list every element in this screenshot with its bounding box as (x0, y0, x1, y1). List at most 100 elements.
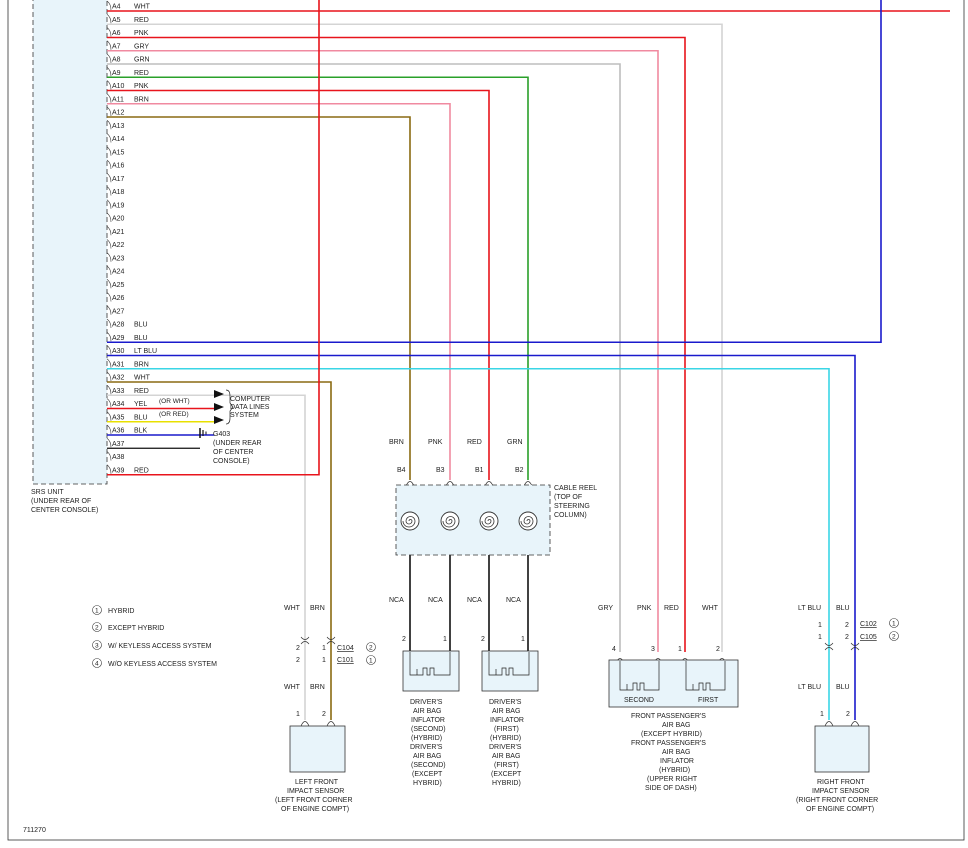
left-c104-pin2: 2 (296, 645, 300, 652)
srs-pin-label: A12 (112, 110, 125, 117)
c104-note-circle (366, 642, 376, 652)
left-c104-pin1: 1 (322, 645, 326, 652)
reel-color-pnk: PNK (428, 439, 443, 446)
wire-a6-red (107, 36, 686, 652)
srs-pin-label: A29 (112, 335, 125, 342)
left-front-sensor-group: WHT BRN 2 1 2 1 C104 C101 2 1 WHT BRN 1 … (275, 605, 376, 813)
pass-color-wht: WHT (702, 605, 719, 612)
srs-unit-box (32, 0, 108, 485)
inflator-first-label: (FIRST) (494, 762, 519, 769)
connector-symbol-c102 (824, 642, 834, 646)
inflator-second-label: AIR BAG (413, 753, 441, 760)
srs-pin-label: A9 (112, 70, 121, 77)
pass-color-red: RED (664, 605, 679, 612)
pin-tick (106, 133, 112, 143)
connector-c101: C101 (337, 657, 354, 664)
data-lines-label-3: SYSTEM (230, 412, 259, 419)
srs-pin-label: A18 (112, 189, 125, 196)
srs-pin-color: GRN (134, 57, 150, 64)
cable-reel-coils (400, 511, 538, 531)
srs-pin-label: A5 (112, 17, 121, 24)
pin-tick (106, 464, 112, 474)
reel-coil-spiral (481, 516, 495, 528)
pin-tick (106, 411, 112, 421)
pin-tick (106, 385, 112, 395)
reel-pin-b2: B2 (515, 467, 524, 474)
inflator-first-label: AIR BAG (492, 753, 520, 760)
srs-pin-color: WHT (134, 4, 151, 11)
passenger-airbag-box (608, 659, 739, 708)
connector-symbol-c104 (326, 641, 336, 645)
reel-nca-2: NCA (428, 597, 443, 604)
pin-tick (106, 358, 112, 368)
c102-note: 1 (892, 621, 896, 628)
cable-reel-label-3: STEERING (554, 503, 590, 510)
srs-pin-label: A22 (112, 242, 125, 249)
data-lines-label-2: DATA LINES (230, 404, 270, 411)
left-sensor-label-1: LEFT FRONT (295, 779, 339, 786)
srs-pin-label: A20 (112, 216, 125, 223)
srs-pin-color: BLU (134, 414, 148, 421)
inflator-second-label: AIR BAG (413, 708, 441, 715)
data-lines: (OR WHT) (OR RED) COMPUTER DATA LINES SY… (159, 389, 270, 425)
arrow-a35 (214, 403, 224, 411)
left-c101-pin1: 1 (322, 657, 326, 664)
right-sensor-pin2: 2 (846, 711, 850, 718)
wire-a31-ltblu (107, 367, 830, 720)
srs-pin-color: LT BLU (134, 348, 157, 355)
ground-label-1: G403 (213, 431, 230, 438)
legend-num: 3 (95, 643, 99, 650)
legend-num: 2 (95, 625, 99, 632)
pin-tick (106, 239, 112, 249)
passenger-second-element (619, 661, 660, 691)
pass-label: FRONT PASSENGER'S (631, 713, 706, 720)
pin-tick (106, 80, 112, 90)
connector-symbol-c104 (300, 641, 310, 645)
srs-pin-color: YEL (134, 401, 147, 408)
cable-reel-label-4: COLUMN) (554, 512, 587, 519)
c102-note-circle (889, 618, 899, 628)
wire-a5-wht (107, 23, 723, 652)
pass-label: AIR BAG (662, 749, 690, 756)
pin-tick (106, 279, 112, 289)
arrow-a34 (214, 390, 224, 398)
srs-pin-label: A19 (112, 202, 125, 209)
inflator-second-element (409, 652, 451, 676)
pass-label: (UPPER RIGHT (647, 776, 698, 783)
pin-tick (106, 398, 112, 408)
inflator-second-label: (SECOND) (411, 726, 446, 733)
wire-a32-brn (107, 381, 332, 720)
pin-tick (106, 226, 112, 236)
wire-a12-brn (107, 116, 411, 480)
driver-inflator-first-group: 2 1 DRIVER'S AIR BAG INFLATOR (FIRST) (H… (481, 636, 539, 787)
diagram-frame (7, 0, 965, 841)
right-c102-pin1: 1 (818, 622, 822, 629)
srs-pin-label: A37 (112, 441, 125, 448)
srs-pin-color: RED (134, 17, 149, 24)
reel-nca-1: NCA (389, 597, 404, 604)
legend-num-circle (92, 658, 102, 668)
pass-pin3: 3 (651, 646, 655, 653)
srs-pin-label: A8 (112, 57, 121, 64)
reel-color-brn: BRN (389, 439, 404, 446)
pin-tick (106, 332, 112, 342)
srs-pin-label: A16 (112, 163, 125, 170)
srs-unit-label-2: (UNDER REAR OF (31, 498, 91, 505)
connector-c104: C104 (337, 645, 354, 652)
inflator-first-element (488, 652, 530, 676)
srs-pin-label: A35 (112, 414, 125, 421)
reel-coil-spiral (402, 516, 416, 528)
srs-pin-label: A30 (112, 348, 125, 355)
legend-num-circle (92, 622, 102, 632)
right-c105-pin1: 1 (818, 634, 822, 641)
pin-tick (106, 305, 112, 315)
pass-color-pnk: PNK (637, 605, 652, 612)
pin-tick (106, 106, 112, 117)
legend-num-circle (92, 605, 102, 615)
sensor-terminal (850, 721, 860, 727)
srs-unit-label-1: SRS UNIT (31, 489, 64, 496)
diagram-id: 711270 (23, 827, 46, 834)
pass-color-gry: GRY (598, 605, 613, 612)
pass-pin1: 1 (678, 646, 682, 653)
